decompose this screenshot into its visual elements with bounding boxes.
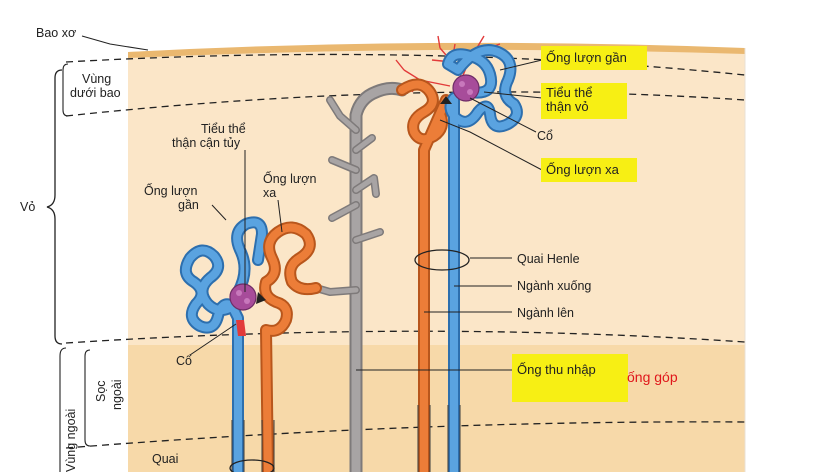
vo-brace [46,69,63,345]
label-vo: Vỏ [20,200,36,214]
label-bao-xo: Bao xơ [36,26,77,40]
label-ong-luon-xa-right: Ống lượn xa [546,162,619,177]
highlight-ong-thu-nhap: Ống thu nhập [512,354,628,402]
label-vung-ngoai: Vùng ngoài [64,408,78,472]
label-vung: Vùng [82,72,112,86]
leader-lines [81,35,543,371]
label-co-right: Cổ [537,129,553,143]
label-tieu-the: Tiểu thể [201,122,246,136]
highlight-tieu-the-than-vo: Tiểu thể thận vỏ [541,83,627,119]
label-quai: Quai [152,452,179,466]
quai-ring-bottom [229,459,275,472]
label-than-vo: thận vỏ [546,99,589,114]
label-xa-left: xa [263,186,277,200]
label-duoi-bao: dưới bao [70,86,121,100]
right-glomerulus [452,74,480,102]
vung-duoi-bao-brace [62,63,69,117]
label-ong-luon-left: Ống lượn [144,184,198,198]
subcapsular-boundary-lower [65,91,746,117]
label-ong-luon-gan-right: Ống lượn gần [546,50,627,65]
label-nganh-xuong: Ngành xuống [517,279,592,293]
quai-henle-ring [414,249,470,271]
label-ong-gop: ống góp [627,369,678,385]
soc-ngoai-brace [84,349,91,447]
label-nganh-len: Ngành lên [517,306,574,320]
left-glomerulus [229,283,257,311]
right-orange-tubule [396,78,452,472]
label-ngoai: ngoài [110,379,124,410]
highlight-ong-luon-xa: Ống lượn xa [541,158,637,182]
left-blue-tubule [179,216,268,472]
medulla-region [128,345,745,472]
cortex-medulla-boundary [65,330,746,344]
label-co-left: Cổ [176,354,192,368]
highlight-ong-luon-gan: Ống lượn gần [541,46,647,70]
subcapsular-boundary [65,53,746,76]
left-orange-tubule [259,221,322,472]
label-ong-luon-xa-left: Ống lượn [263,172,317,186]
label-tieu-the-right: Tiểu thể [546,85,593,100]
label-soc: Sọc [94,380,108,402]
thin-limbs [231,405,461,472]
cortex-region [128,44,745,345]
outer-stripe-boundary [65,421,746,449]
label-quai-henle: Quai Henle [517,252,580,266]
label-gan-left: gần [178,198,199,212]
label-ong-thu-nhap: Ống thu nhập [517,362,596,377]
vung-ngoai-brace [59,347,67,472]
label-than-can-tuy: thận cận tủy [172,136,241,150]
